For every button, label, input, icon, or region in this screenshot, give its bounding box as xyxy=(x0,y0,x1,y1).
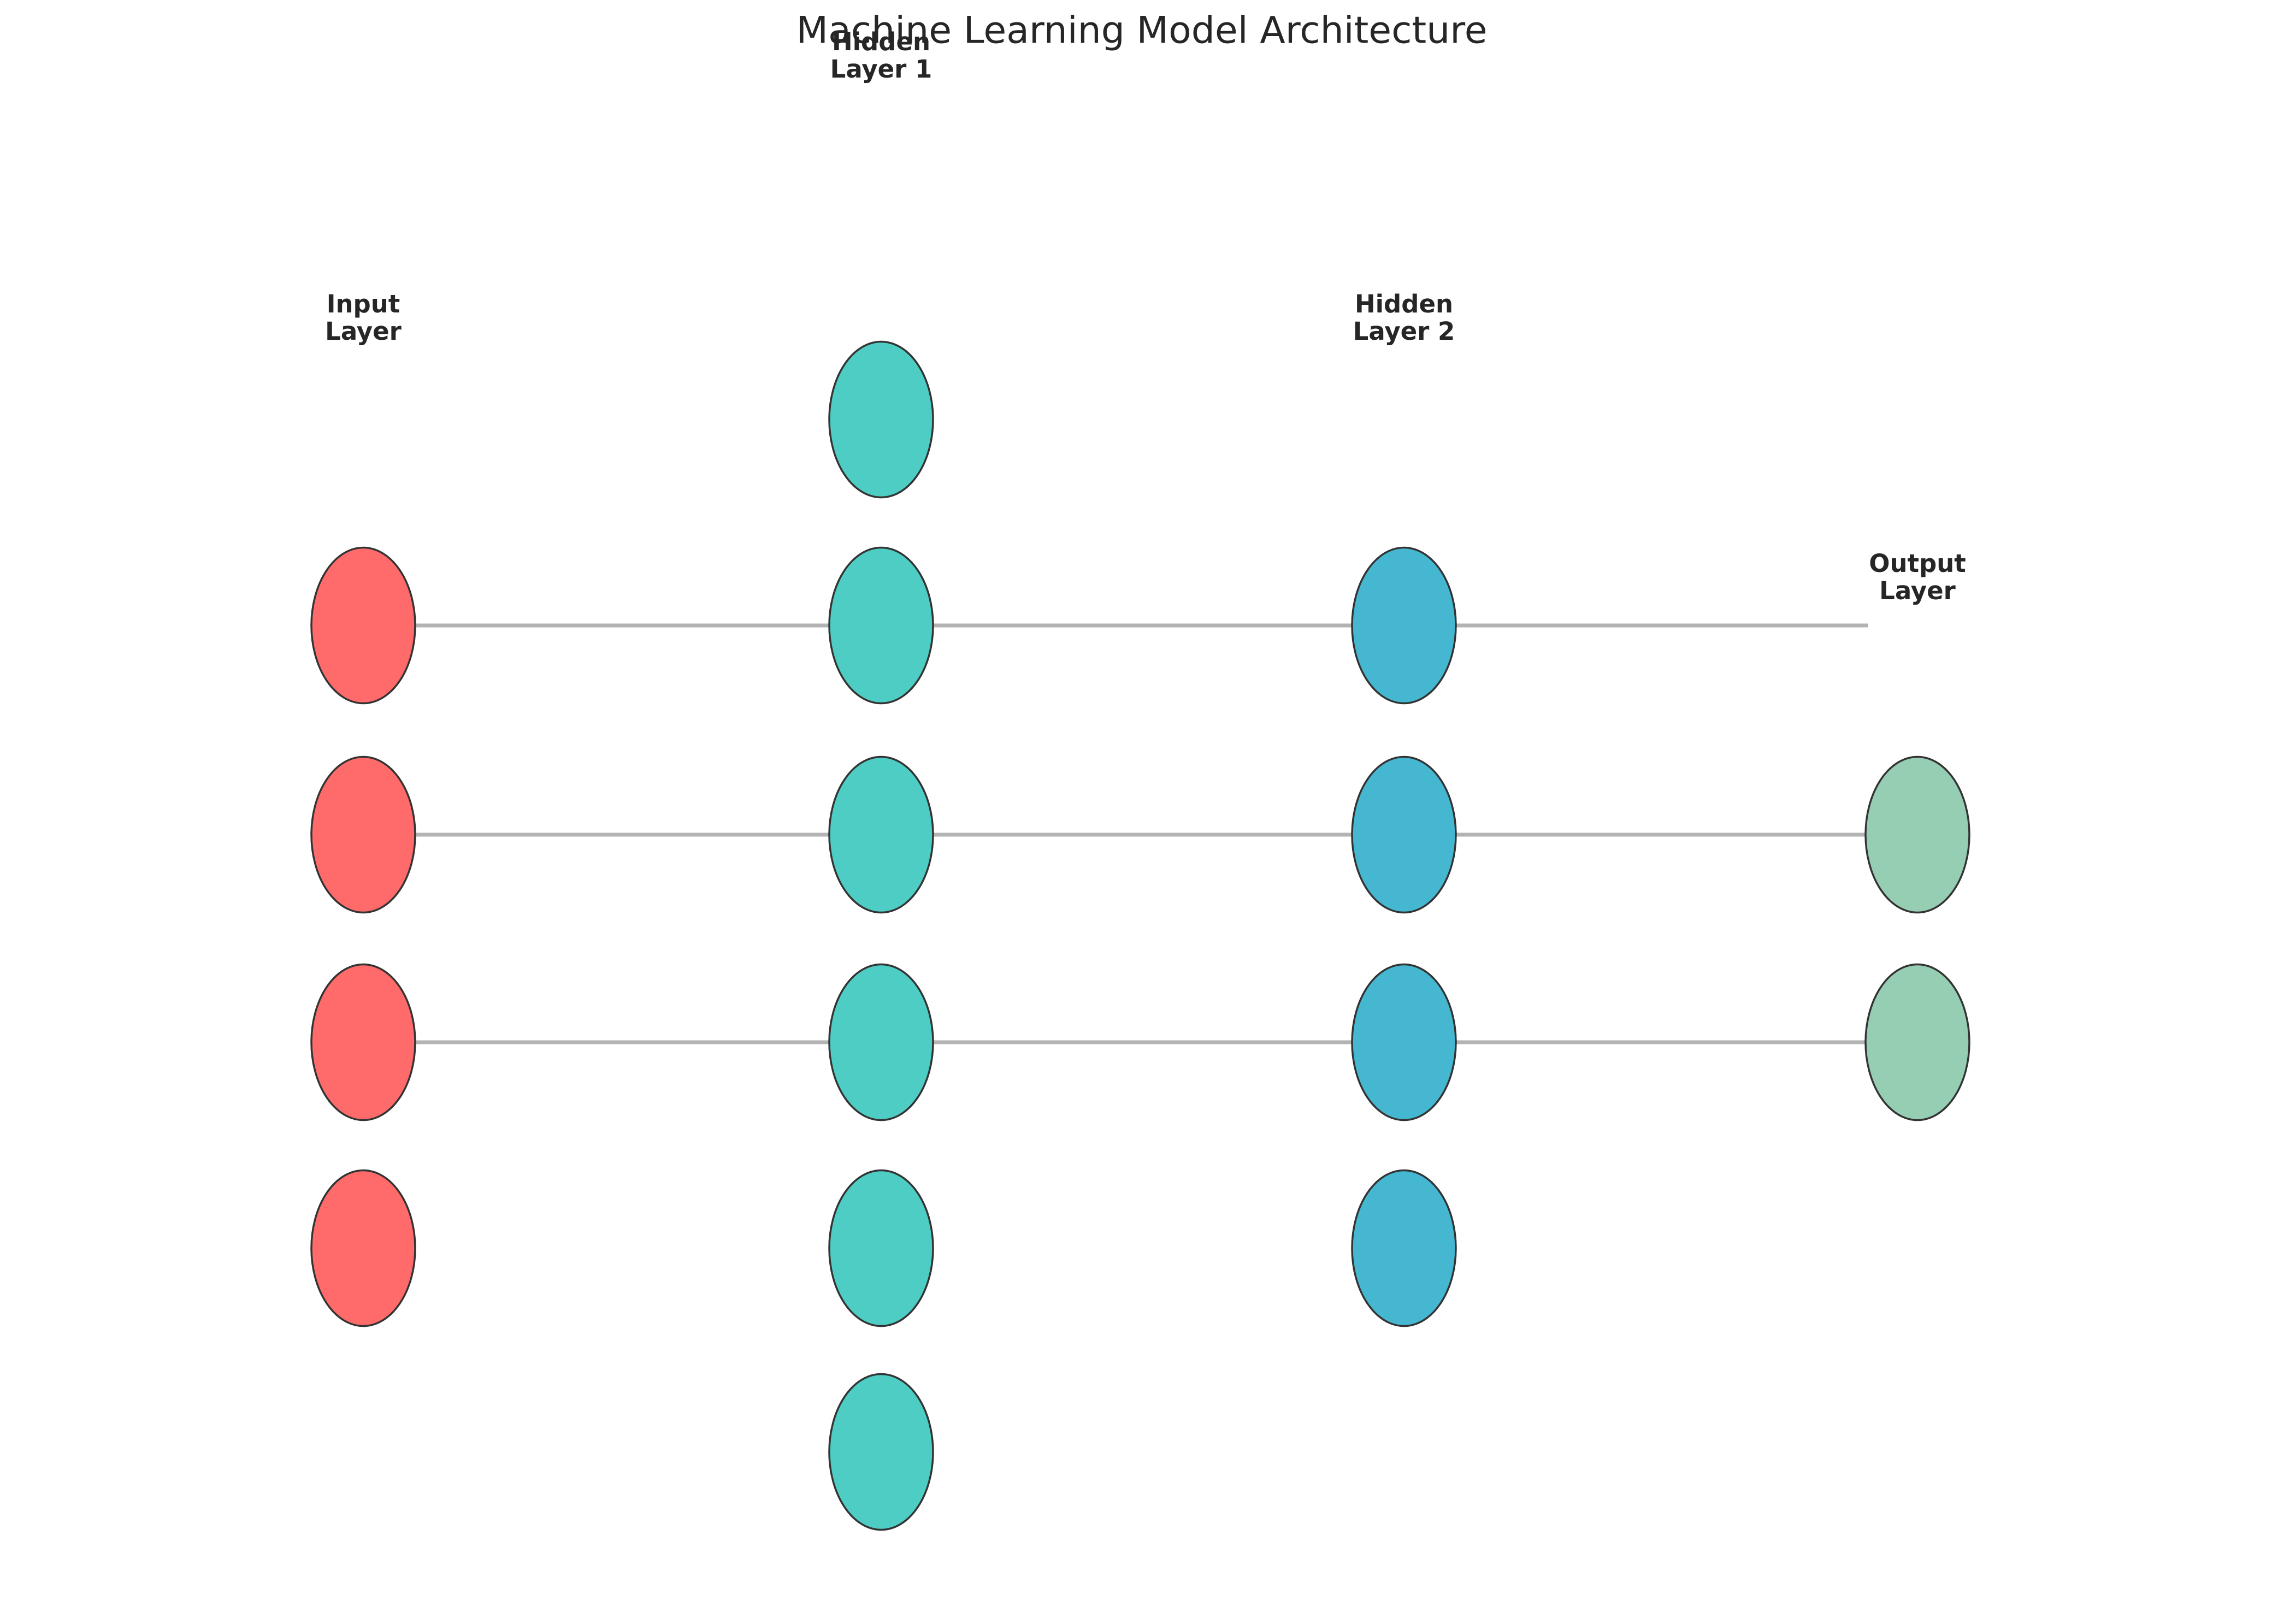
node-hidden-layer-1-6[interactable] xyxy=(828,1373,934,1531)
node-hidden-layer-2-3[interactable] xyxy=(1351,963,1457,1121)
node-output-2[interactable] xyxy=(1864,963,1970,1121)
layer-label-output-line1: Output xyxy=(1869,549,1966,578)
node-hidden-layer-1-5[interactable] xyxy=(828,1169,934,1327)
layer-label-hidden-layer-2-line1: Hidden xyxy=(1355,290,1453,318)
layer-label-hidden-layer-2-line2: Layer 2 xyxy=(1353,317,1455,346)
layer-label-input-line1: Input xyxy=(327,290,400,318)
layer-label-hidden-layer-1-line2: Layer 1 xyxy=(830,55,933,84)
node-input-4[interactable] xyxy=(310,1169,416,1327)
page-title: Machine Learning Model Architecture xyxy=(796,9,1487,52)
layer-label-output-line2: Layer xyxy=(1879,576,1956,605)
node-hidden-layer-1-3[interactable] xyxy=(828,755,934,914)
node-hidden-layer-1-2[interactable] xyxy=(828,546,934,705)
node-output-1[interactable] xyxy=(1864,755,1970,914)
node-hidden-layer-1-4[interactable] xyxy=(828,963,934,1121)
layer-label-hidden-layer-1-line1: Hidden xyxy=(832,27,930,56)
node-hidden-layer-2-2[interactable] xyxy=(1351,755,1457,914)
node-hidden-layer-1-1[interactable] xyxy=(828,340,934,499)
node-input-2[interactable] xyxy=(310,755,416,914)
layer-label-input-line2: Layer xyxy=(325,317,402,346)
node-hidden-layer-2-1[interactable] xyxy=(1351,546,1457,705)
node-input-3[interactable] xyxy=(310,963,416,1121)
node-input-1[interactable] xyxy=(310,546,416,705)
node-hidden-layer-2-4[interactable] xyxy=(1351,1169,1457,1327)
connection-edges-group xyxy=(415,623,1868,1044)
nodes-group xyxy=(310,340,1970,1531)
